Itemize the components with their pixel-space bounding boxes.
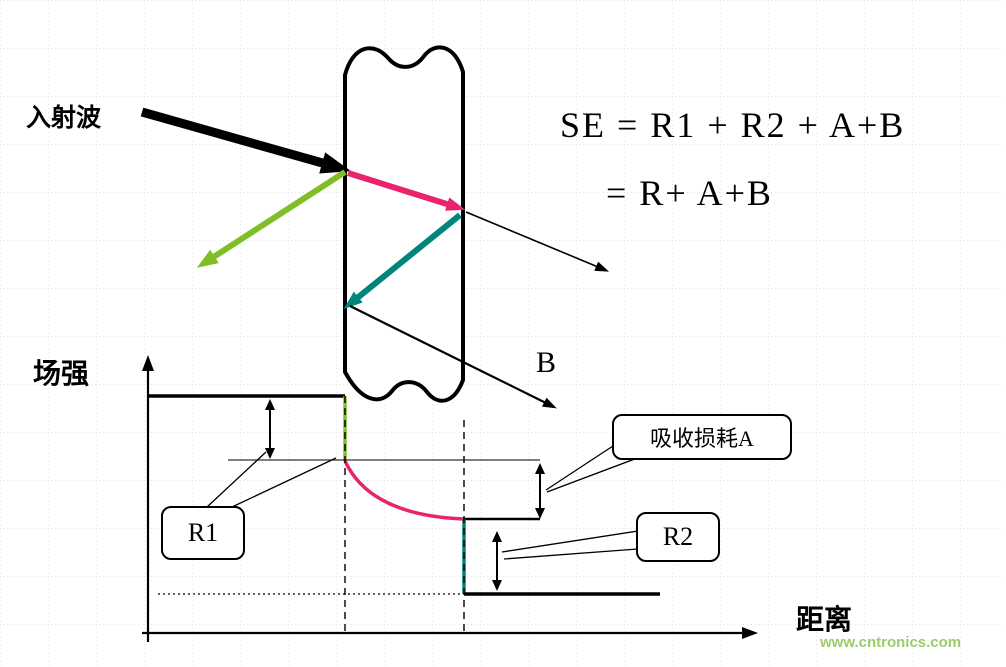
absorption-loss-callout: 吸收损耗A — [612, 414, 792, 460]
incident-wave-arrow — [140, 107, 352, 174]
r2-callout-text: R2 — [662, 522, 694, 551]
incident-wave-label: 入射波 — [26, 105, 102, 132]
absorption-callout-tail-b — [546, 456, 641, 493]
absorption-callout-tail-a — [545, 443, 617, 491]
internal-reflection-arrow — [343, 212, 462, 310]
absorbed-wave-arrow — [347, 170, 466, 211]
reflected-wave-arrow — [196, 169, 347, 268]
absorption-decay-curve — [343, 460, 464, 521]
y-axis-label: 场强 — [33, 359, 90, 390]
b-point-label: B — [536, 346, 557, 379]
secondary-transmitted-arrow — [349, 305, 557, 409]
formula-line-1: SE = R1 + R2 + A+B — [560, 105, 906, 145]
r1-callout-tail-b — [231, 457, 337, 508]
r1-callout-tail-a — [206, 451, 267, 508]
x-axis-label: 距离 — [796, 605, 853, 636]
r1-callout: R1 — [161, 506, 245, 560]
shield-wall — [343, 45, 465, 403]
r2-callout-tail-a — [501, 530, 639, 553]
r1-callout-text: R1 — [187, 518, 219, 547]
r2-callout-tail-b — [503, 548, 639, 560]
formula-line-2: = R+ A+B — [606, 173, 773, 213]
r2-callout: R2 — [636, 512, 720, 562]
transmitted-wave-arrow — [465, 211, 610, 272]
absorption-loss-callout-text: 吸收损耗A — [650, 426, 754, 451]
watermark-text: www.cntronics.com — [820, 634, 962, 651]
